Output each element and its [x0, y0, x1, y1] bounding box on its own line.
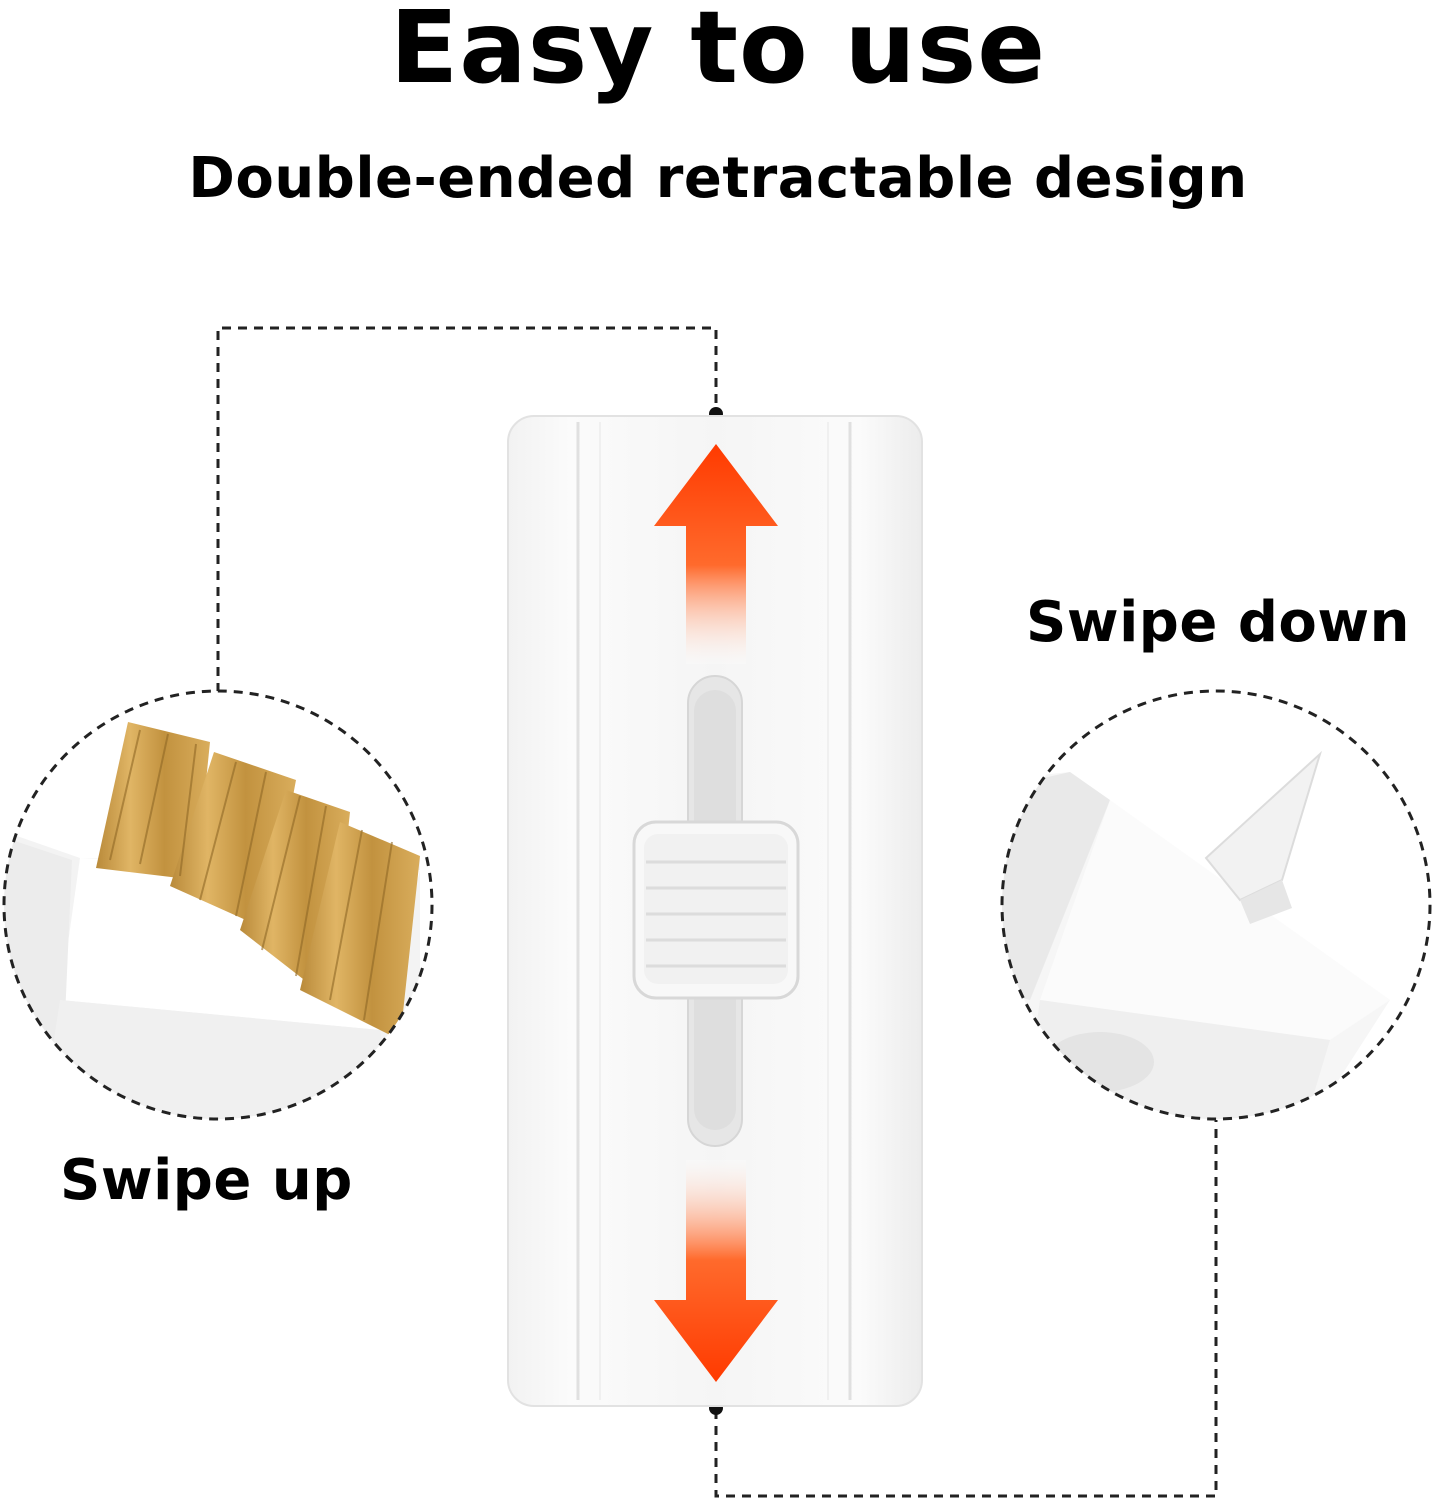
- page-title: Easy to use: [389, 0, 1047, 106]
- swipe-up-label: Swipe up: [60, 1148, 353, 1213]
- connector-bottom: [714, 1120, 1218, 1498]
- slider-knob[interactable]: [632, 820, 800, 1000]
- tip-end-detail: [1000, 689, 1432, 1121]
- swipe-down-label: Swipe down: [1026, 590, 1410, 655]
- arrow-down-icon: [654, 1160, 778, 1382]
- brush-end-detail: [2, 689, 434, 1121]
- connector-top: [216, 326, 718, 692]
- arrow-up-icon: [654, 444, 778, 664]
- page-subtitle: Double-ended retractable design: [188, 146, 1248, 211]
- bristle-tuft: [300, 822, 420, 1040]
